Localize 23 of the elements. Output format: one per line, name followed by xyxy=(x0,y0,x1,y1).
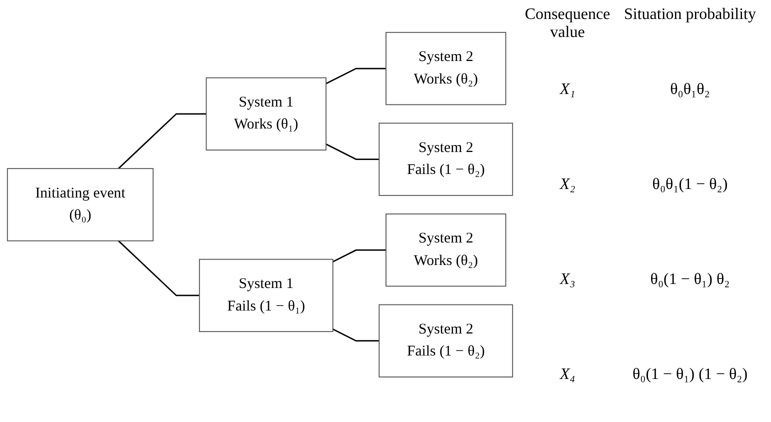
probability-expression: θ₀θ₁(1 − θ₂) xyxy=(652,176,728,192)
consequence-value: X₂ xyxy=(560,176,576,192)
column-header: Situation probability xyxy=(624,6,756,23)
connector xyxy=(326,68,386,85)
connector xyxy=(326,144,380,160)
node-box: System 2 Fails (1 − θ₂) xyxy=(378,304,514,378)
probability-expression: θ₀(1 − θ₁) (1 − θ₂) xyxy=(632,366,748,382)
consequence-value: X₄ xyxy=(560,366,576,382)
node-box: System 2 Works (θ₂) xyxy=(386,32,506,106)
probability-expression: θ₀(1 − θ₁) θ₂ xyxy=(650,270,730,288)
connector xyxy=(118,114,206,170)
column-header: Consequence value xyxy=(524,6,610,41)
node-box: System 2 Works (θ₂) xyxy=(386,214,506,287)
connector xyxy=(118,240,200,296)
probability-expression: θ₀θ₁θ₂ xyxy=(670,80,710,98)
node-box: System 1 Fails (1 − θ₁) xyxy=(198,259,334,332)
node-box: Initiating event (θ₀) xyxy=(6,168,154,242)
connector xyxy=(332,250,386,263)
consequence-value: X₃ xyxy=(560,270,576,288)
consequence-value: X₁ xyxy=(560,80,576,98)
node-box: System 1 Works (θ₁) xyxy=(206,78,326,151)
node-box: System 2 Fails (1 − θ₂) xyxy=(378,123,514,196)
connector xyxy=(332,328,380,342)
